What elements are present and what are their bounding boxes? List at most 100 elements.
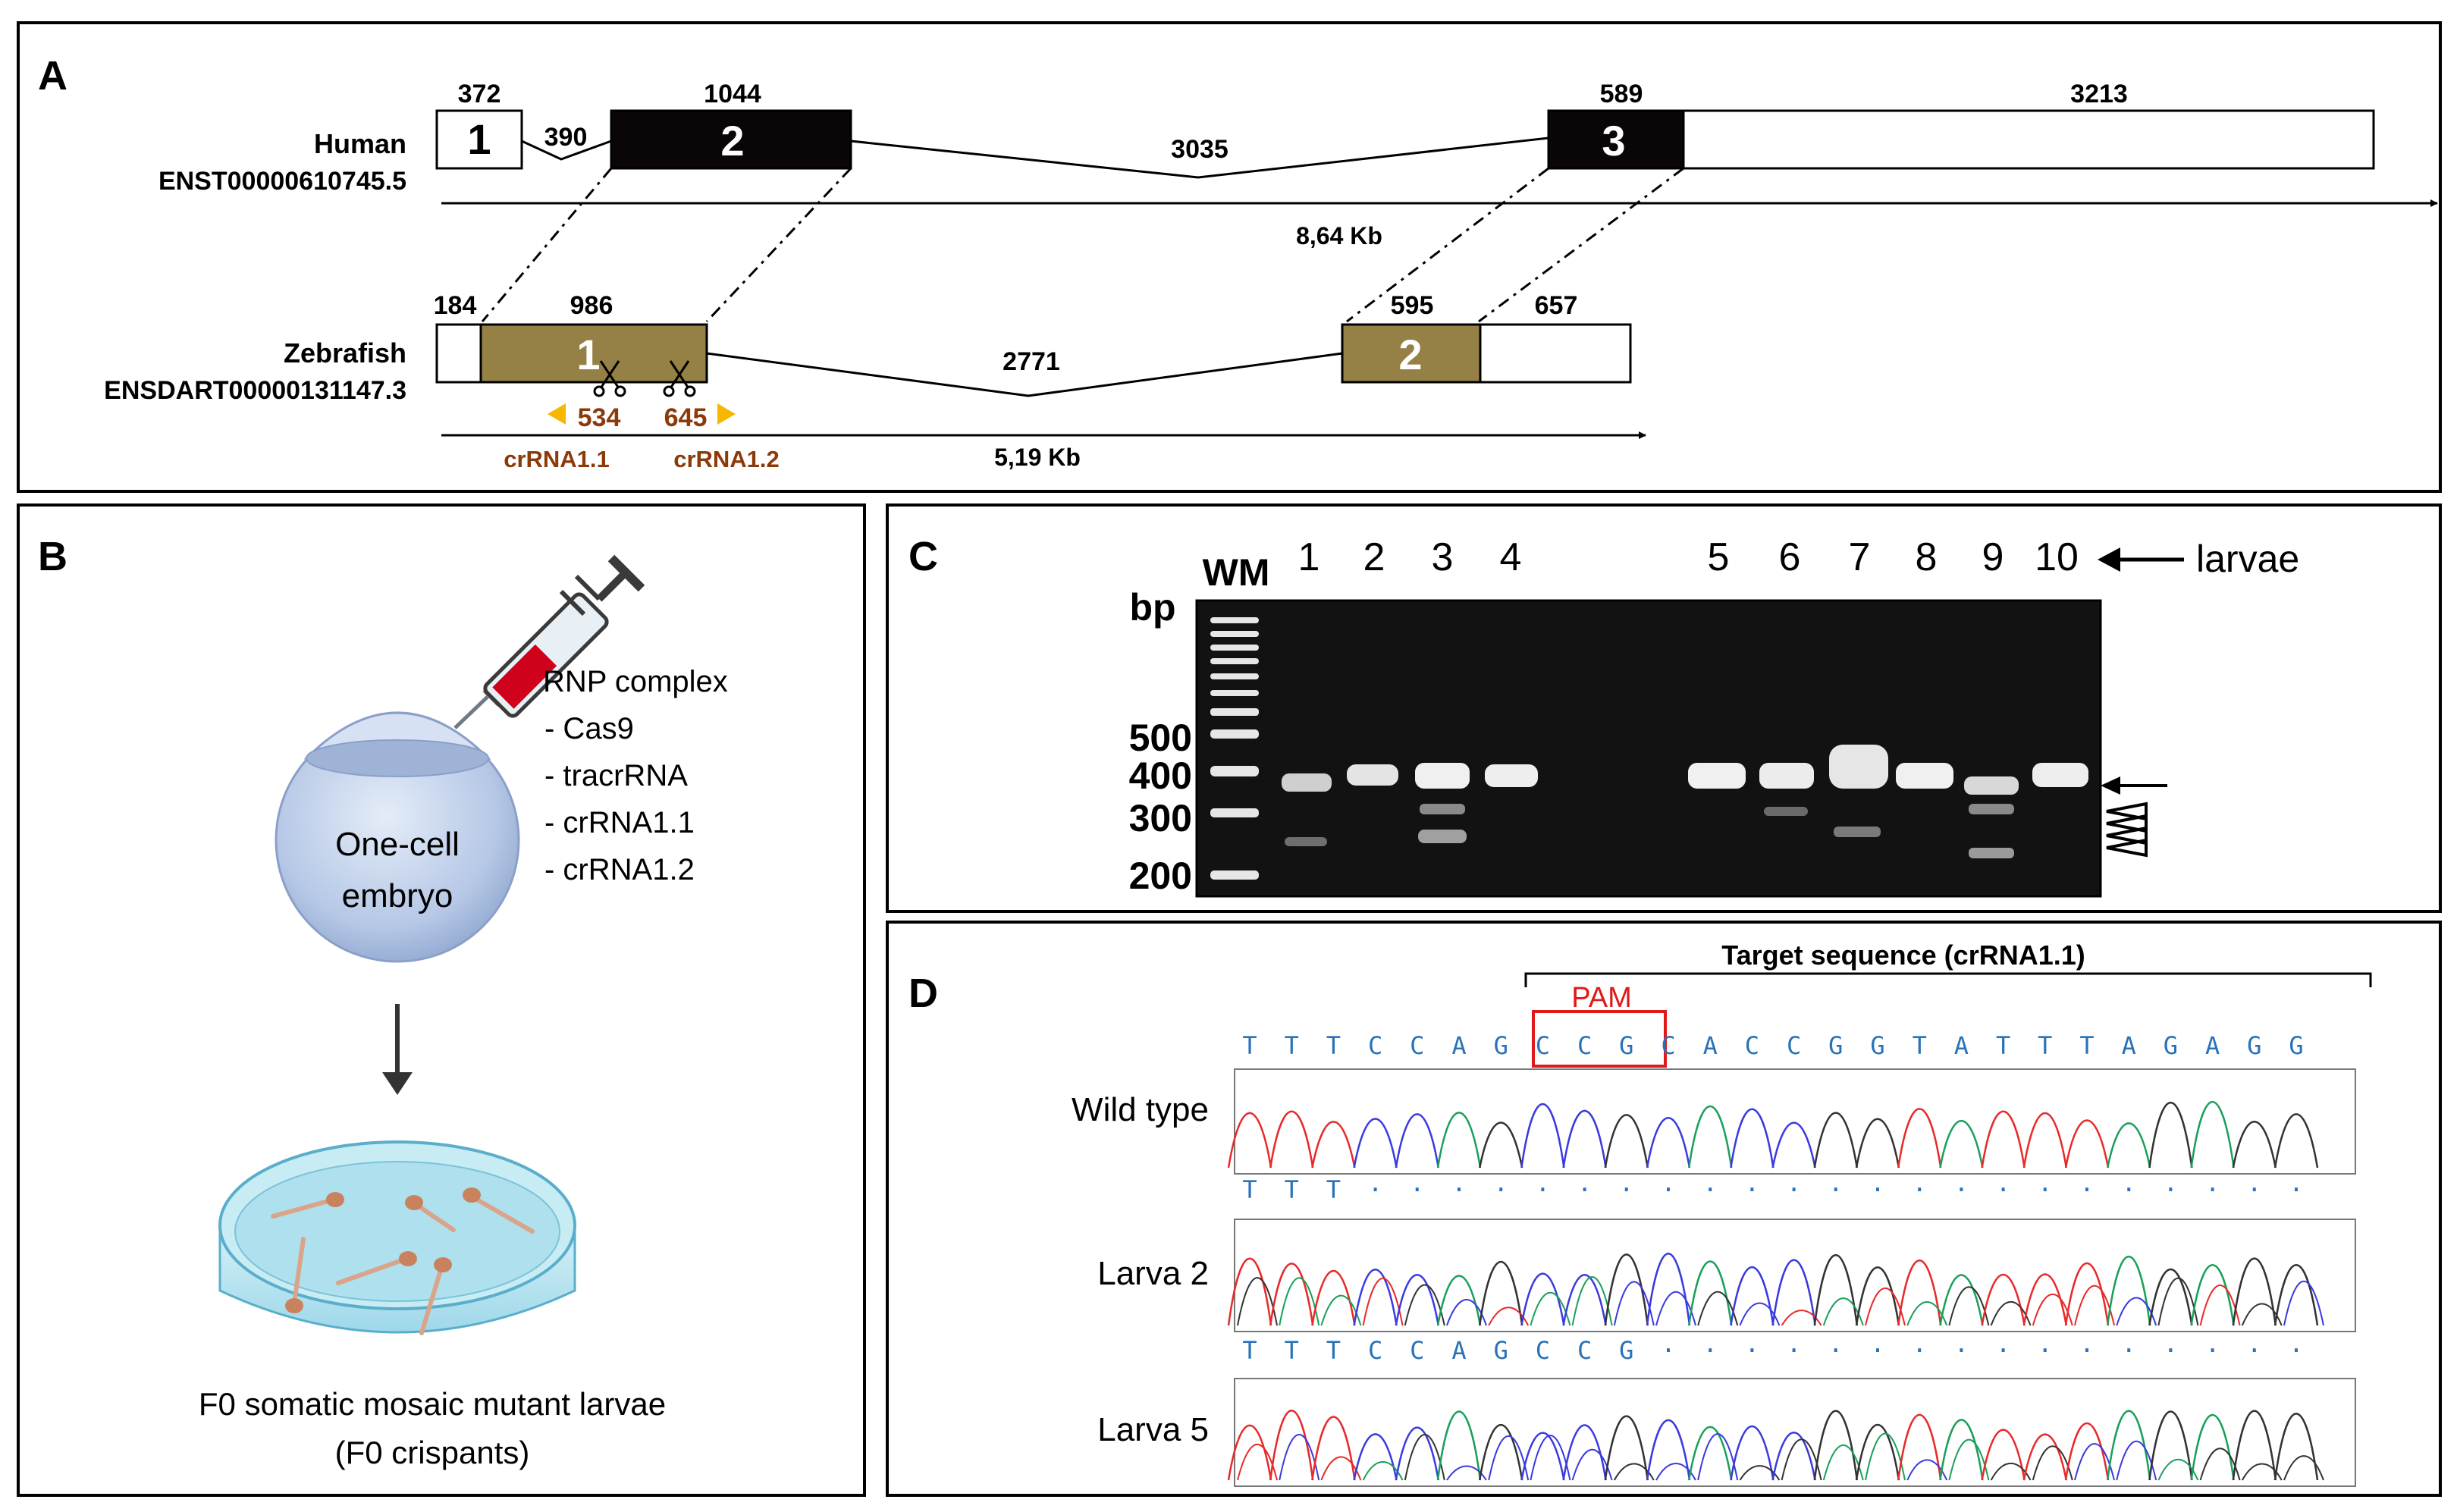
chromatogram-secondary-peak bbox=[1446, 1465, 1487, 1481]
chromatogram-peak bbox=[1478, 1424, 1523, 1481]
chromatogram-peak bbox=[1855, 1266, 1900, 1326]
row-label-larva-5: Larva 5 bbox=[1097, 1411, 1209, 1448]
chromatogram-peak bbox=[1981, 1429, 2026, 1481]
ladder-mark-300: 300 bbox=[1129, 797, 1192, 839]
chromatogram-peak bbox=[1813, 1254, 1859, 1326]
chromatogram-peak bbox=[2232, 1121, 2277, 1169]
sequence-dot: · bbox=[1870, 1336, 1884, 1365]
chromatogram-secondary-peak bbox=[1530, 1435, 1571, 1481]
ladder-mark-200: 200 bbox=[1129, 855, 1192, 897]
chromatogram-peak bbox=[1730, 1108, 1774, 1169]
lane-number: 3 bbox=[1432, 535, 1454, 579]
human-exon3-length: 589 bbox=[1600, 80, 1643, 108]
chromatogram-peak bbox=[2190, 1264, 2235, 1326]
chromatogram-peak bbox=[2190, 1101, 2235, 1169]
sequence-base: G bbox=[1870, 1031, 1884, 1060]
target-bracket bbox=[1524, 972, 2372, 987]
sequence-base: T bbox=[1913, 1031, 1927, 1060]
sequence-base: C bbox=[1368, 1031, 1382, 1060]
chromatogram-peak bbox=[1353, 1269, 1398, 1326]
embryo-icon bbox=[275, 711, 520, 963]
chromatogram-secondary-peak bbox=[1279, 1277, 1320, 1326]
sequence-base: T bbox=[1242, 1336, 1257, 1365]
chromatogram-secondary-peak bbox=[1446, 1299, 1487, 1326]
pam-box bbox=[1532, 1010, 1667, 1068]
sequence-dot: · bbox=[2289, 1175, 2303, 1204]
chromatogram-secondary-peak bbox=[1237, 1277, 1278, 1326]
lane-number: 9 bbox=[1982, 535, 2004, 579]
ortholog-link-3 bbox=[1346, 167, 1549, 323]
chromatogram-peak bbox=[2148, 1269, 2193, 1326]
sequence-base: A bbox=[1954, 1031, 1969, 1060]
sequence-base: G bbox=[1619, 1336, 1633, 1365]
chromatogram-peak bbox=[2273, 1113, 2319, 1169]
sequence-base: A bbox=[2205, 1031, 2220, 1060]
zebrafish-species-label: Zebrafish bbox=[284, 337, 406, 369]
chromatogram-secondary-peak bbox=[1906, 1301, 1948, 1326]
row-label-larva-2: Larva 2 bbox=[1097, 1255, 1209, 1292]
chromatogram-peak bbox=[1562, 1424, 1607, 1481]
ortholog-link-2 bbox=[705, 167, 852, 323]
ladder-bands bbox=[1210, 617, 1259, 880]
chromatogram-peak bbox=[1687, 1105, 1733, 1169]
human-exon1-number: 1 bbox=[467, 115, 491, 163]
lane-number: 6 bbox=[1779, 535, 1801, 579]
sequence-dot: · bbox=[1577, 1175, 1592, 1204]
chromatogram-peak bbox=[1395, 1274, 1440, 1326]
ortholog-link-1 bbox=[481, 168, 613, 322]
chromatogram-larva-5 bbox=[1227, 1410, 2324, 1481]
petri-dish-icon bbox=[218, 1140, 576, 1335]
down-arrow-icon bbox=[382, 1004, 413, 1095]
gel-image bbox=[1195, 599, 2102, 898]
chromatogram-peak bbox=[1520, 1103, 1565, 1169]
chromatogram-secondary-peak bbox=[1990, 1301, 2032, 1326]
ortholog-link-4 bbox=[1478, 167, 1684, 323]
chromatogram-peak bbox=[1227, 1112, 1272, 1169]
chromatogram-secondary-peak bbox=[1822, 1297, 1864, 1326]
larvae-label: larvae bbox=[2196, 538, 2299, 580]
sequence-dot: · bbox=[1536, 1175, 1550, 1204]
sequence-dot: · bbox=[1828, 1175, 1843, 1204]
chromatogram-secondary-peak bbox=[1404, 1284, 1445, 1326]
chromatogram-peak bbox=[1939, 1119, 1984, 1169]
sequence-dot: · bbox=[1410, 1175, 1424, 1204]
chromatogram-peak bbox=[2022, 1112, 2068, 1169]
chromatogram-frame-larva-2 bbox=[1234, 1219, 2356, 1332]
zebrafish-utr5-length: 184 bbox=[434, 291, 477, 320]
chromatogram-secondary-peak bbox=[1697, 1433, 1739, 1481]
sequence-base: T bbox=[1285, 1336, 1299, 1365]
lane-number: 2 bbox=[1363, 535, 1385, 579]
sequence-base: G bbox=[2247, 1031, 2261, 1060]
cleaved-band-arrowheads-icon bbox=[2106, 801, 2148, 858]
sequence-dot: · bbox=[1745, 1175, 1759, 1204]
panel-a: A Human ENST00000610745.5 1 372 390 2 10… bbox=[17, 21, 2442, 493]
chromatogram-peak bbox=[2106, 1122, 2151, 1169]
chromatogram-peak bbox=[1981, 1274, 2026, 1326]
sequence-base: T bbox=[2079, 1031, 2094, 1060]
chromatogram-peak bbox=[1436, 1112, 1482, 1169]
sequence-base: A bbox=[1451, 1031, 1466, 1060]
sequence-base: C bbox=[1368, 1336, 1382, 1365]
chromatogram-peak bbox=[1269, 1410, 1314, 1481]
sequence-base: T bbox=[1285, 1031, 1299, 1060]
sequence-base: G bbox=[2164, 1031, 2178, 1060]
chromatogram-peak bbox=[1730, 1266, 1774, 1326]
zebrafish-utr5-box bbox=[435, 323, 482, 384]
chromatogram-peak bbox=[1478, 1260, 1523, 1326]
sequence-base: T bbox=[1326, 1031, 1341, 1060]
chromatogram-secondary-peak bbox=[1488, 1307, 1530, 1326]
sequence-base: T bbox=[1326, 1175, 1341, 1204]
chromatogram-peak bbox=[2232, 1257, 2277, 1326]
sequence-dot: · bbox=[2247, 1175, 2261, 1204]
chromatogram-secondary-peak bbox=[1781, 1310, 1822, 1326]
chromatogram-peak bbox=[1604, 1114, 1649, 1169]
chromatogram-secondary-peak bbox=[2157, 1458, 2199, 1481]
chromatogram-peak bbox=[1939, 1274, 1984, 1326]
chromatogram-peak bbox=[1939, 1419, 1984, 1481]
sequence-dot: · bbox=[1661, 1336, 1675, 1365]
panel-c: C WM bp 1 2 3 4 5 6 7 8 9 10 larvae 500 … bbox=[886, 503, 2442, 913]
sequence-dot: · bbox=[1661, 1175, 1675, 1204]
